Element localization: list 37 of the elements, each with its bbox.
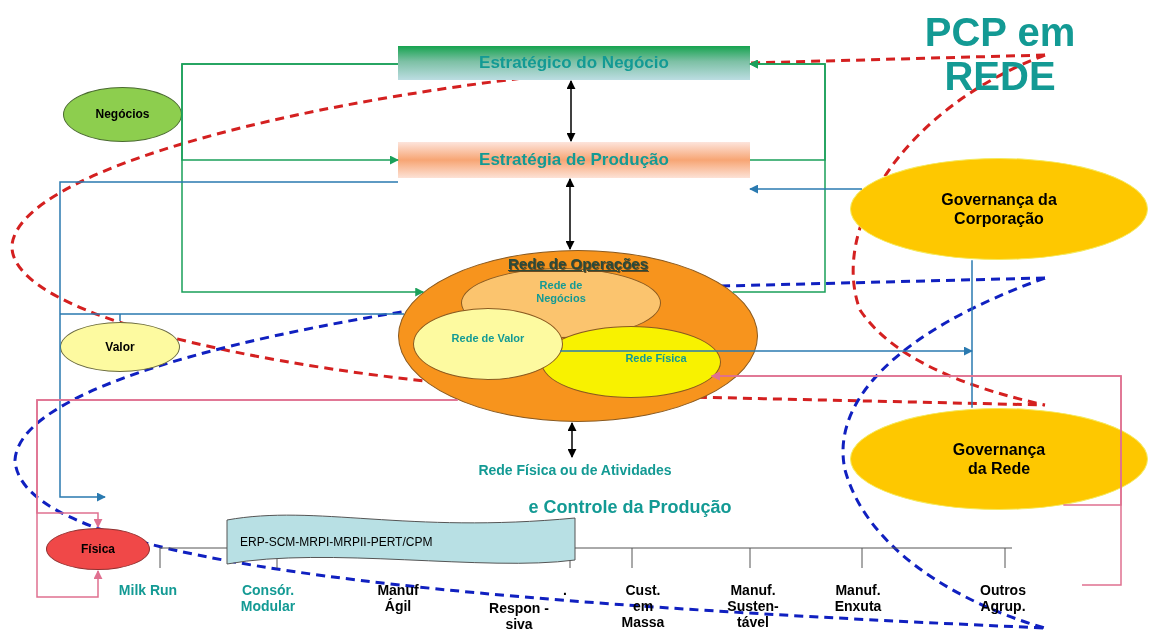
strategy-band — [398, 142, 750, 178]
connector-arrow — [181, 63, 425, 297]
connector-arrow — [731, 59, 826, 293]
node-label: Governança da Rede — [951, 439, 1047, 479]
text-label: . — [562, 582, 568, 599]
text-label: Consór. Modular — [239, 582, 297, 615]
node-label: Rede de Negócios — [535, 278, 587, 306]
node-label: Estratégico do Negócio — [479, 52, 669, 74]
connector-arrow — [710, 371, 1122, 586]
diagram-title: PCP em REDE — [923, 10, 1077, 98]
text-label: Manuf. Enxuta — [833, 582, 883, 615]
node-label: Governança da Corporação — [940, 189, 1058, 229]
strategy-band — [398, 46, 750, 80]
connector-arrow — [567, 422, 577, 458]
text-label: Manuf Ágil — [376, 582, 420, 615]
connector-arrow — [566, 80, 576, 142]
text-label: Manuf. Susten-tável — [726, 582, 780, 631]
ellipse-node — [63, 87, 182, 142]
node-label: Física — [81, 541, 115, 557]
node-label: Valor — [105, 339, 135, 355]
connector-arrow — [565, 178, 575, 250]
node-label: Negócios — [95, 107, 150, 122]
node-label: Estratégia de Produção — [479, 149, 669, 171]
node-label: Rede Física — [624, 352, 687, 367]
node-label: Rede Física ou de Atividades — [478, 461, 672, 479]
connector-arrow — [59, 181, 399, 502]
heading-text: Rede de Operações — [506, 255, 650, 272]
connector-arrow — [36, 399, 459, 598]
connector-arrow — [749, 184, 863, 194]
text-label: e Controle da Produção — [527, 497, 733, 518]
text-label: Milk Run — [118, 582, 178, 599]
ellipse-node — [60, 322, 180, 372]
connector-arrow — [559, 346, 973, 356]
node-label: ERP-SCM-MRPI-MRPII-PERT/CPM — [240, 534, 433, 550]
text-label: Respon -siva — [488, 600, 550, 633]
node-label: Rede de Valor — [451, 332, 525, 347]
ellipse-node — [541, 326, 721, 398]
